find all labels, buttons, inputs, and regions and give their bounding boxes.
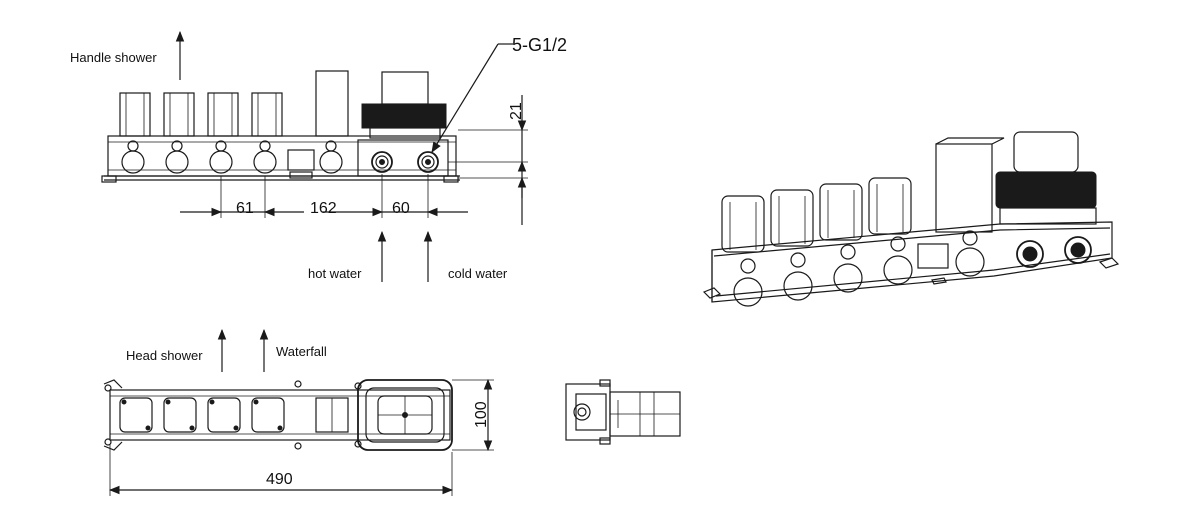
outlet-ports <box>121 140 343 174</box>
waterfall-label: Waterfall <box>276 344 327 359</box>
dim-60-label: 60 <box>392 200 410 217</box>
front-elevation-view: Handle shower 5-G1/2 61 162 60 21 hot wa… <box>70 30 567 282</box>
dim-21-label: 21 <box>508 102 525 120</box>
thread-leader-arrow <box>431 43 499 153</box>
iso-ports <box>733 230 1092 307</box>
plan-cells <box>119 397 349 433</box>
plan-view: Head shower Waterfall 490 100 <box>103 328 494 496</box>
hot-water-label: hot water <box>308 266 362 281</box>
cold-water-label: cold water <box>448 266 508 281</box>
dim-61-label: 61 <box>236 200 254 217</box>
dim-162-label: 162 <box>310 200 337 217</box>
side-view <box>565 379 681 445</box>
isometric-view <box>702 131 1120 307</box>
head-shower-label: Head shower <box>126 348 203 363</box>
thread-callout-label: 5-G1/2 <box>512 35 567 55</box>
handle-shower-label: Handle shower <box>70 50 157 65</box>
inlet-ports <box>357 139 449 177</box>
cartridge-group <box>119 92 283 137</box>
iso-cartridges <box>721 137 1005 253</box>
dim-490-label: 490 <box>266 471 293 488</box>
dim-100-label: 100 <box>473 401 490 428</box>
